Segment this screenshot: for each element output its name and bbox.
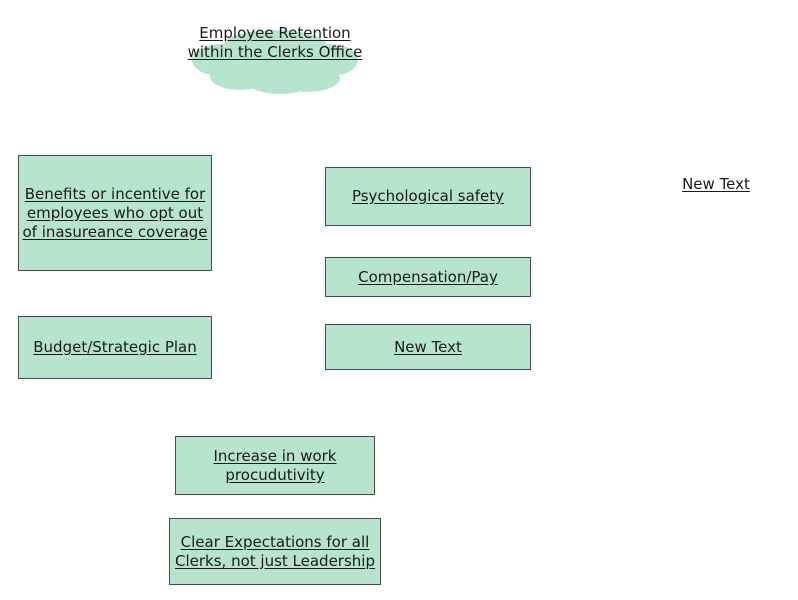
topic-benefits[interactable]: Benefits or incentive for employees who …	[18, 155, 212, 271]
topic-compensation[interactable]: Compensation/Pay	[325, 257, 531, 297]
topic-new-text-label: New Text	[394, 337, 462, 356]
topic-benefits-label: Benefits or incentive for employees who …	[22, 184, 208, 241]
central-topic-cloud[interactable]: Employee Retention within the Clerks Off…	[180, 22, 370, 96]
cloud-shape	[192, 30, 358, 94]
topic-new-text[interactable]: New Text	[325, 324, 531, 370]
topic-productivity[interactable]: Increase in work procudutivity	[175, 436, 375, 495]
topic-expectations[interactable]: Clear Expectations for all Clerks, not j…	[169, 518, 381, 585]
topic-expectations-label: Clear Expectations for all Clerks, not j…	[175, 532, 375, 570]
topic-budget-label: Budget/Strategic Plan	[33, 338, 197, 356]
floating-text-label[interactable]: New Text	[682, 175, 750, 193]
cloud-fill	[192, 30, 358, 94]
central-topic-label: Employee Retention within the Clerks Off…	[187, 24, 363, 61]
topic-compensation-label: Compensation/Pay	[358, 267, 498, 286]
topic-psychological-safety[interactable]: Psychological safety	[325, 167, 531, 226]
topic-productivity-label: Increase in work procudutivity	[213, 446, 337, 484]
topic-psychological-safety-label: Psychological safety	[351, 187, 505, 205]
topic-budget[interactable]: Budget/Strategic Plan	[18, 316, 212, 379]
